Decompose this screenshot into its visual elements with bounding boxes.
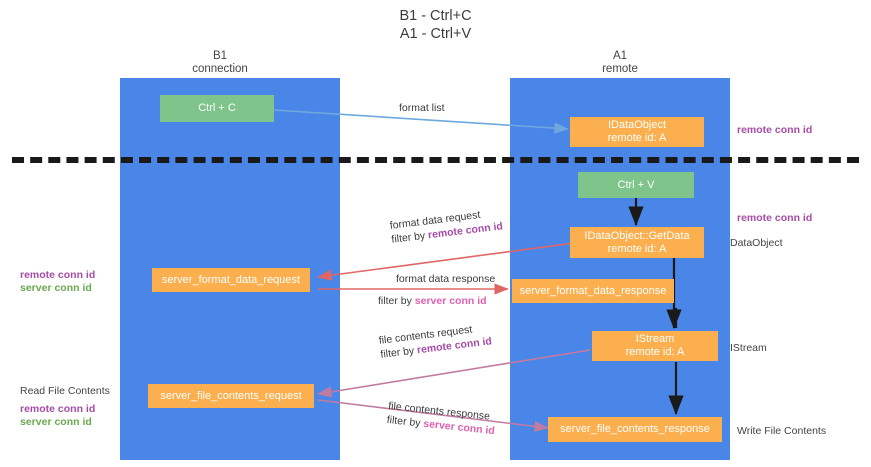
- box-server-file-contents-request-label: server_file_contents_request: [160, 389, 302, 402]
- box-getdata-line2: remote id: A: [607, 242, 667, 255]
- box-ctrl-v[interactable]: Ctrl + V: [578, 172, 694, 198]
- title-line-1: B1 - Ctrl+C: [399, 8, 472, 24]
- annotation-format-data-response: format data response filter by server co…: [378, 272, 495, 308]
- lane-header-a1-subtitle: remote: [602, 63, 638, 75]
- box-getdata-line1: IDataObject::GetData: [584, 229, 690, 242]
- side-label-left-server-conn-id-mid: server conn id: [20, 282, 92, 294]
- box-server-file-contents-request[interactable]: server_file_contents_request: [148, 384, 314, 408]
- side-label-remote-conn-id-top: remote conn id: [737, 124, 813, 136]
- box-istream-line2: remote id: A: [625, 346, 685, 358]
- filter-prefix: filter by: [378, 295, 415, 307]
- side-label-istream: IStream: [730, 342, 767, 354]
- annotation-format-data-response-filter: filter by server conn id: [378, 294, 495, 308]
- box-istream[interactable]: IStream remote id: A: [592, 331, 718, 361]
- box-istream-line1: IStream: [635, 333, 675, 345]
- side-label-left-server-conn-id-bottom: server conn id: [20, 416, 92, 428]
- box-server-format-data-response-label: server_format_data_response: [519, 284, 667, 297]
- box-server-format-data-response[interactable]: server_format_data_response: [512, 279, 674, 303]
- annotation-format-list-text: format list: [399, 102, 445, 114]
- filter-prefix: filter by: [386, 413, 424, 430]
- annotation-format-list: format list: [399, 101, 445, 115]
- annotation-format-data-response-title: format data response: [396, 273, 496, 285]
- side-label-dataobject: DataObject: [730, 237, 783, 249]
- title-line-2: A1 - Ctrl+V: [399, 26, 472, 42]
- annotation-file-contents-request: file contents request filter by remote c…: [378, 320, 493, 361]
- annotation-file-contents-response: file contents response filter by server …: [386, 399, 497, 438]
- box-ctrl-c[interactable]: Ctrl + C: [160, 95, 274, 122]
- lane-header-a1-name: A1: [612, 50, 628, 62]
- lane-header-b1-name: B1: [212, 50, 228, 62]
- side-label-left-remote-conn-id-bottom: remote conn id: [20, 403, 96, 415]
- side-label-remote-conn-id-mid: remote conn id: [737, 212, 813, 224]
- box-idataobject-line1: IDataObject: [607, 119, 667, 131]
- filter-prefix: filter by: [379, 344, 418, 361]
- box-server-file-contents-response[interactable]: server_file_contents_response: [548, 417, 722, 442]
- side-label-read-file-contents: Read File Contents: [20, 385, 110, 397]
- box-server-format-data-request-label: server_format_data_request: [161, 273, 301, 286]
- filter-prefix: filter by: [390, 229, 429, 246]
- box-idataobject-getdata[interactable]: IDataObject::GetData remote id: A: [570, 227, 704, 258]
- box-ctrl-c-label: Ctrl + C: [198, 102, 236, 114]
- lane-header-b1: B1 connection: [150, 50, 290, 76]
- box-idataobject-line2: remote id: A: [607, 132, 667, 144]
- phase-divider: [12, 157, 859, 163]
- box-idataobject[interactable]: IDataObject remote id: A: [570, 117, 704, 147]
- diagram-title: B1 - Ctrl+C A1 - Ctrl+V: [0, 7, 871, 43]
- box-ctrl-v-label: Ctrl + V: [617, 178, 655, 191]
- filter-key-server-conn-id: server conn id: [414, 295, 487, 307]
- side-label-left-remote-conn-id-mid: remote conn id: [20, 269, 96, 281]
- box-server-format-data-request[interactable]: server_format_data_request: [152, 268, 310, 292]
- side-label-write-file-contents: Write File Contents: [737, 425, 827, 437]
- annotation-format-data-request: format data request filter by remote con…: [389, 205, 504, 246]
- lane-header-b1-subtitle: connection: [192, 63, 248, 75]
- lane-header-a1: A1 remote: [550, 50, 690, 76]
- box-server-file-contents-response-label: server_file_contents_response: [560, 423, 710, 435]
